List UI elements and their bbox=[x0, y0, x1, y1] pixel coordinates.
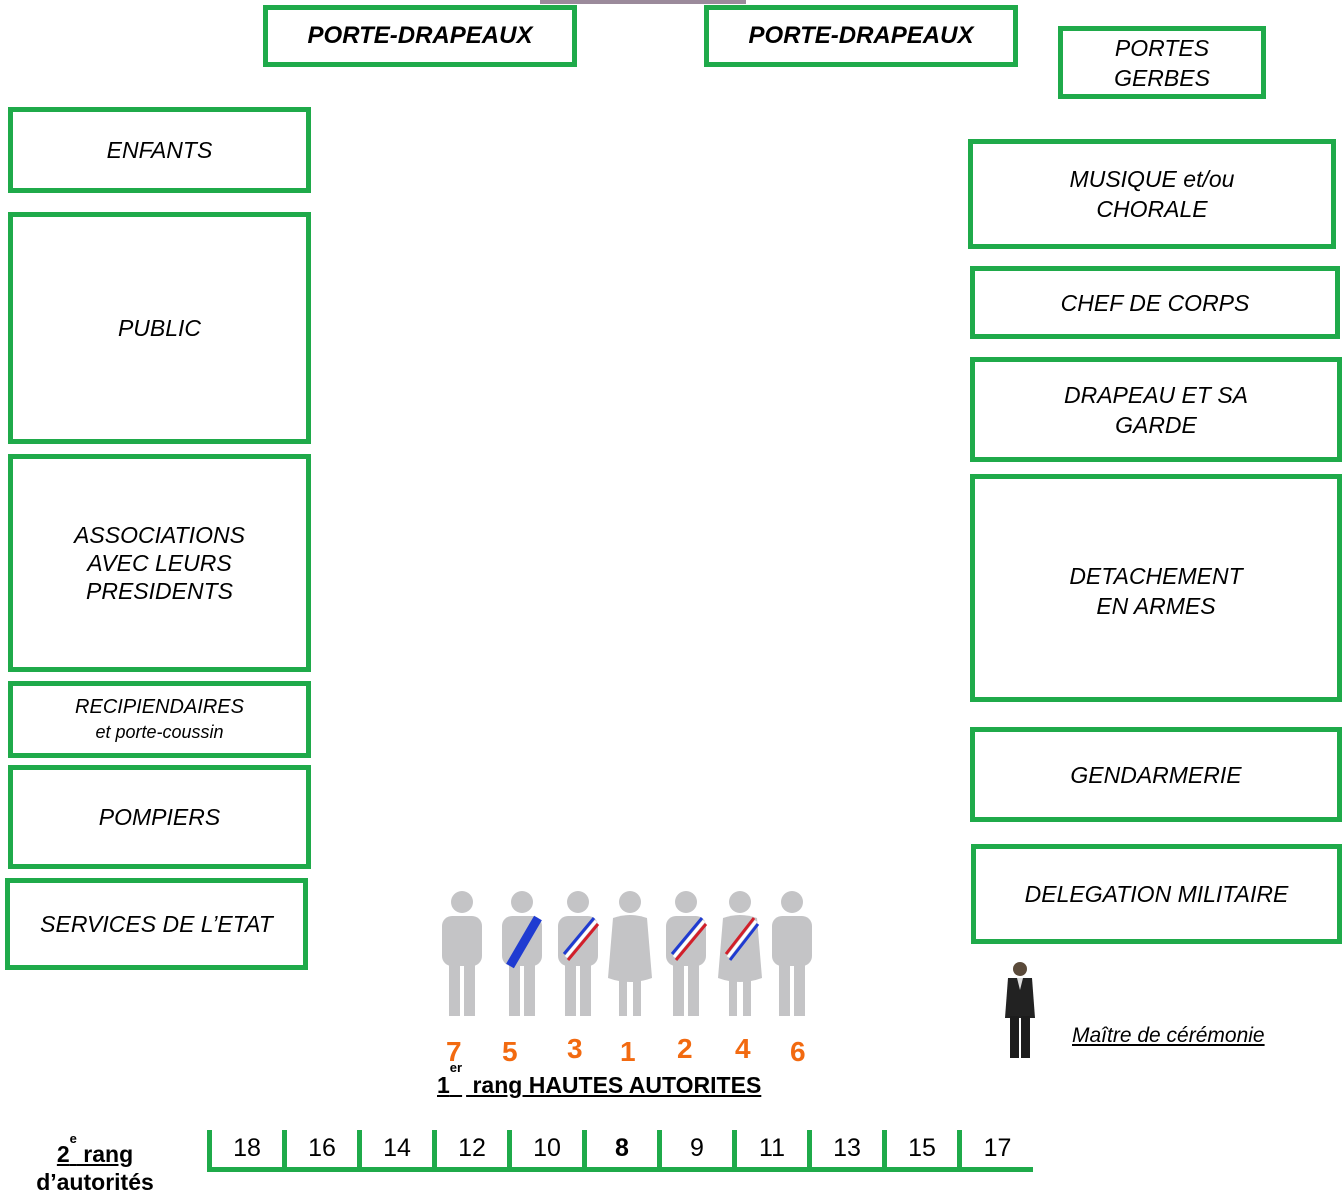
musique-chorale-box: MUSIQUE et/ou CHORALE bbox=[968, 139, 1336, 249]
rank-number-5: 5 bbox=[502, 1036, 518, 1067]
rank-number-4: 4 bbox=[735, 1033, 751, 1064]
seat-cell: 17 bbox=[957, 1130, 1033, 1172]
drapeau-garde-box: DRAPEAU ET SA GARDE bbox=[970, 357, 1342, 462]
rank-number-1: 1 bbox=[620, 1036, 636, 1067]
second-rank-line2: d’autorités bbox=[36, 1168, 154, 1195]
porte-drapeaux-left-label: PORTE-DRAPEAUX bbox=[307, 22, 533, 49]
services-etat-box: SERVICES DE L’ETAT bbox=[5, 878, 308, 970]
second-rank-rang: rang bbox=[76, 1140, 134, 1167]
maitre-de-ceremonie-label: Maître de cérémonie bbox=[1072, 1024, 1265, 1047]
porte-drapeaux-right-label: PORTE-DRAPEAUX bbox=[748, 22, 974, 49]
seat-cell: 14 bbox=[357, 1130, 432, 1172]
drapeau-garde-label: DRAPEAU ET SA GARDE bbox=[1063, 381, 1249, 438]
second-rank-line1: 2e rang bbox=[56, 1131, 134, 1167]
services-etat-label: SERVICES DE L’ETAT bbox=[40, 911, 273, 937]
top-banner-edge bbox=[540, 0, 746, 4]
detachement-label: DETACHEMENT EN ARMES bbox=[1069, 563, 1243, 619]
detachement-box: DETACHEMENT EN ARMES bbox=[970, 474, 1342, 702]
second-rank-sup: e bbox=[69, 1131, 77, 1146]
public-label: PUBLIC bbox=[117, 315, 202, 341]
figure-5 bbox=[502, 891, 542, 1016]
pompiers-label: POMPIERS bbox=[98, 804, 221, 830]
maitre-de-ceremonie-figure bbox=[1005, 962, 1035, 1058]
first-rank-num: 1 bbox=[437, 1072, 450, 1098]
rank-number-6: 6 bbox=[790, 1036, 806, 1067]
second-rank-num: 2 bbox=[56, 1140, 70, 1167]
chef-de-corps-box: CHEF DE CORPS bbox=[970, 266, 1340, 339]
figure-2 bbox=[666, 891, 708, 1016]
delegation-militaire-box: DELEGATION MILITAIRE bbox=[971, 844, 1342, 944]
seat-cell: 12 bbox=[432, 1130, 507, 1172]
musique-chorale-label: MUSIQUE et/ou CHORALE bbox=[1069, 166, 1235, 222]
porte-drapeaux-right-box: PORTE-DRAPEAUX bbox=[704, 5, 1018, 67]
chef-de-corps-label: CHEF DE CORPS bbox=[1060, 289, 1250, 316]
gendarmerie-label: GENDARMERIE bbox=[1070, 761, 1242, 788]
enfants-label: ENFANTS bbox=[106, 137, 213, 163]
portes-gerbes-label: PORTES GERBES bbox=[1114, 34, 1210, 91]
rank-number-2: 2 bbox=[677, 1033, 693, 1064]
seat-cell: 9 bbox=[657, 1130, 732, 1172]
seat-cell: 15 bbox=[882, 1130, 957, 1172]
porte-drapeaux-left-box: PORTE-DRAPEAUX bbox=[263, 5, 577, 67]
figure-4 bbox=[718, 891, 762, 1016]
associations-box: ASSOCIATIONS AVEC LEURS PRESIDENTS bbox=[8, 454, 311, 672]
seat-cell: 16 bbox=[282, 1130, 357, 1172]
delegation-militaire-label: DELEGATION MILITAIRE bbox=[1024, 881, 1289, 907]
rank-number-3: 3 bbox=[567, 1033, 583, 1064]
recipiendaires-label: RECIPIENDAIRES bbox=[75, 695, 244, 718]
pompiers-box: POMPIERS bbox=[8, 765, 311, 869]
figure-6 bbox=[772, 891, 812, 1016]
gendarmerie-box: GENDARMERIE bbox=[970, 727, 1342, 822]
recipiendaires-box: RECIPIENDAIRES et porte-coussin bbox=[8, 681, 311, 758]
enfants-box: ENFANTS bbox=[8, 107, 311, 193]
seat-cell: 13 bbox=[807, 1130, 882, 1172]
recipiendaires-sublabel: et porte-coussin bbox=[95, 721, 224, 742]
second-rank-seats: 18 16 14 12 10 8 9 11 13 15 17 bbox=[207, 1130, 1033, 1172]
public-box: PUBLIC bbox=[8, 212, 311, 444]
seat-cell: 10 bbox=[507, 1130, 582, 1172]
seat-cell: 18 bbox=[207, 1130, 282, 1172]
first-rank-sup: er bbox=[449, 1060, 463, 1076]
first-rank-figures bbox=[442, 891, 812, 1016]
first-rank-text: rang HAUTES AUTORITES bbox=[466, 1072, 762, 1098]
portes-gerbes-box: PORTES GERBES bbox=[1058, 26, 1266, 99]
second-rank-label: 2e rang d’autorités bbox=[20, 1131, 170, 1196]
figure-3 bbox=[558, 891, 600, 1016]
figure-1 bbox=[608, 891, 652, 1016]
seat-cell: 11 bbox=[732, 1130, 807, 1172]
figure-7 bbox=[442, 891, 482, 1016]
seat-cell: 8 bbox=[582, 1130, 657, 1172]
first-rank-label: 1er rang HAUTES AUTORITES bbox=[437, 1060, 762, 1099]
associations-label: ASSOCIATIONS AVEC LEURS PRESIDENTS bbox=[74, 522, 245, 604]
rank-number-7: 7 bbox=[446, 1036, 462, 1067]
